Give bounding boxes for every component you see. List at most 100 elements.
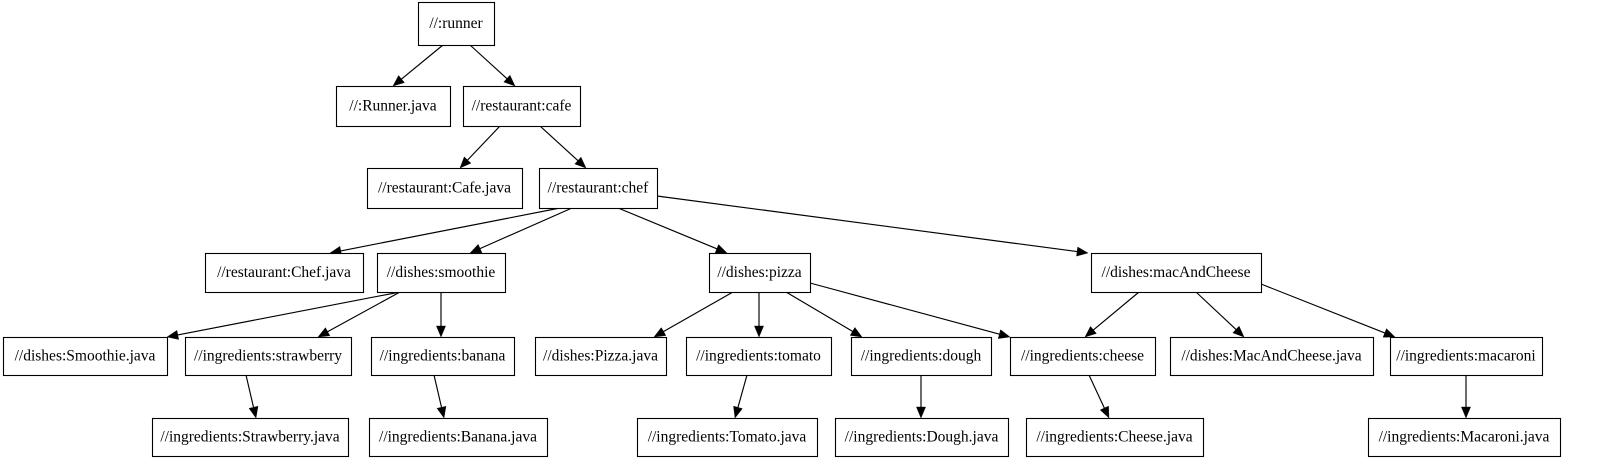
node-box[interactable] <box>1090 252 1263 294</box>
graph-edge <box>459 125 501 169</box>
graph-node-ing_dough[interactable]: //ingredients:dough <box>850 336 993 377</box>
edge-arrowhead-icon <box>849 327 863 338</box>
node-box[interactable] <box>335 85 452 128</box>
edge-line <box>338 207 561 252</box>
node-label: //ingredients:Banana.java <box>379 429 537 446</box>
node-label: //dishes:Pizza.java <box>543 348 658 365</box>
node-box[interactable] <box>685 336 833 377</box>
node-box[interactable] <box>370 336 516 377</box>
node-box[interactable] <box>204 252 365 294</box>
node-label: //dishes:Smoothie.java <box>15 348 156 365</box>
graph-edge <box>809 282 1011 339</box>
graph-node-ing_macaroni[interactable]: //ingredients:macaroni <box>1389 336 1544 377</box>
edge-arrowhead-icon <box>166 330 179 340</box>
node-label: //ingredients:macaroni <box>1396 348 1536 365</box>
graph-node-runner[interactable]: //:runner <box>417 1 496 47</box>
node-box[interactable] <box>184 336 353 377</box>
edge-line <box>809 282 1002 336</box>
graph-node-ing_tomato[interactable]: //ingredients:tomato <box>685 336 833 377</box>
edge-line <box>1195 291 1238 332</box>
node-box[interactable] <box>1025 417 1205 458</box>
graph-node-ing_cheese[interactable]: //ingredients:cheese <box>1009 336 1157 377</box>
node-box[interactable] <box>538 167 659 210</box>
graph-edge <box>733 374 748 419</box>
node-box[interactable] <box>1367 417 1562 458</box>
edge-line <box>1091 291 1140 332</box>
node-label: //dishes:MacAndCheese.java <box>1181 348 1361 365</box>
graph-edge <box>754 292 764 338</box>
graph-node-tomato_java[interactable]: //ingredients:Tomato.java <box>636 417 819 458</box>
edge-arrowhead-icon <box>733 405 743 419</box>
node-box[interactable] <box>1009 336 1157 377</box>
node-label: //ingredients:banana <box>380 348 506 365</box>
edge-line <box>399 44 444 81</box>
graph-node-cheese_java[interactable]: //ingredients:Cheese.java <box>1025 417 1205 458</box>
graph-node-macaroni_java[interactable]: //ingredients:Macaroni.java <box>1367 417 1562 458</box>
node-box[interactable] <box>636 417 819 458</box>
edge-arrowhead-icon <box>392 75 405 87</box>
node-box[interactable] <box>708 252 812 294</box>
node-box[interactable] <box>534 336 668 377</box>
graph-edge <box>436 292 446 338</box>
graph-node-strawberry_java[interactable]: //ingredients:Strawberry.java <box>151 417 350 458</box>
graph-node-cafe_java[interactable]: //restaurant:Cafe.java <box>366 167 524 210</box>
graph-node-restaurant_chef[interactable]: //restaurant:chef <box>538 167 659 210</box>
graph-node-chef_java[interactable]: //restaurant:Chef.java <box>204 252 365 294</box>
edges-layer <box>166 44 1471 419</box>
graph-edge <box>329 207 561 256</box>
node-label: //restaurant:Cafe.java <box>378 180 511 197</box>
node-box[interactable] <box>1389 336 1544 377</box>
node-box[interactable] <box>376 252 507 294</box>
node-label: //dishes:macAndCheese <box>1102 264 1251 281</box>
node-box[interactable] <box>366 167 524 210</box>
graph-edge <box>1195 291 1245 338</box>
edge-arrowhead-icon <box>469 243 483 254</box>
edge-line <box>245 374 255 410</box>
graph-edge <box>469 44 516 87</box>
edge-line <box>661 291 734 334</box>
graph-node-runner_java[interactable]: //:Runner.java <box>335 85 452 128</box>
node-label: //ingredients:cheese <box>1021 348 1144 365</box>
graph-node-dishes_pizza[interactable]: //dishes:pizza <box>708 252 812 294</box>
node-label: //ingredients:tomato <box>696 348 821 365</box>
graph-node-ing_strawberry[interactable]: //ingredients:strawberry <box>184 336 353 377</box>
node-box[interactable] <box>417 1 496 47</box>
node-box[interactable] <box>850 336 993 377</box>
graph-edge <box>433 374 447 419</box>
node-box[interactable] <box>151 417 350 458</box>
graph-node-dough_java[interactable]: //ingredients:Dough.java <box>834 417 1010 458</box>
edge-arrowhead-icon <box>436 325 446 338</box>
graph-node-dishes_macandchs[interactable]: //dishes:macAndCheese <box>1090 252 1263 294</box>
graph-node-restaurant_cafe[interactable]: //restaurant:cafe <box>462 85 582 128</box>
graph-node-banana_java[interactable]: //ingredients:Banana.java <box>368 417 549 458</box>
edge-arrowhead-icon <box>1099 405 1110 419</box>
node-label: //ingredients:Tomato.java <box>648 429 807 446</box>
node-label: //restaurant:chef <box>548 180 650 197</box>
node-box[interactable] <box>834 417 1010 458</box>
graph-node-dishes_smoothie[interactable]: //dishes:smoothie <box>376 252 507 294</box>
edge-arrowhead-icon <box>653 327 667 338</box>
edge-line <box>539 125 580 163</box>
edge-line <box>736 374 748 410</box>
graph-edge <box>166 291 401 340</box>
edge-line <box>465 125 501 162</box>
graph-node-ing_banana[interactable]: //ingredients:banana <box>370 336 516 377</box>
edge-line <box>175 291 401 336</box>
edge-arrowhead-icon <box>1461 406 1471 419</box>
graph-node-smoothie_java[interactable]: //dishes:Smoothie.java <box>2 336 169 377</box>
graph-node-macandcheese_java[interactable]: //dishes:MacAndCheese.java <box>1169 336 1375 377</box>
node-box[interactable] <box>2 336 169 377</box>
edge-arrowhead-icon <box>916 406 926 419</box>
edge-line <box>1260 283 1387 335</box>
node-label: //:Runner.java <box>349 98 437 115</box>
node-box[interactable] <box>462 85 582 128</box>
node-label: //ingredients:Dough.java <box>845 429 999 446</box>
node-label: //ingredients:Macaroni.java <box>1379 429 1550 446</box>
graph-edge <box>539 125 587 169</box>
graph-node-pizza_java[interactable]: //dishes:Pizza.java <box>534 336 668 377</box>
graph-edge <box>653 291 734 338</box>
node-box[interactable] <box>1169 336 1375 377</box>
graph-edge <box>317 291 401 338</box>
node-box[interactable] <box>368 417 549 458</box>
edge-line <box>617 207 719 251</box>
